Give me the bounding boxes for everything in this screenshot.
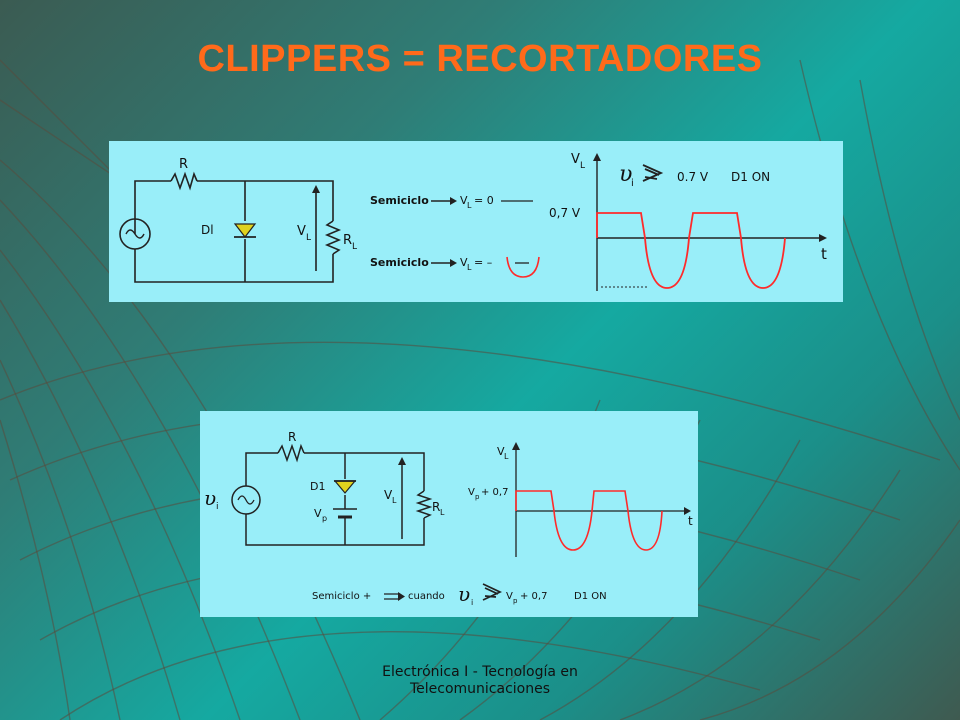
greater-than-icon [482,583,502,601]
row2-eq-rest: = – [474,256,492,269]
page-title: CLIPPERS = RECORTADORES [197,38,763,80]
cond-when: cuando [408,591,445,602]
clipper-diagram-top: R Dl V L R L Semiciclo V L = 0 Semiciclo… [109,141,843,302]
label-rl: R [432,500,440,514]
label-rl: R [343,233,352,248]
cond-text: Semiciclo + [312,591,371,602]
label-vp-sub: p [322,514,327,523]
cond-value-v: V [506,591,513,602]
label-vp: V [314,507,322,520]
label-r: R [179,157,188,172]
greater-than-icon [642,164,664,182]
cond-value-rest: + 0,7 [520,591,547,602]
cond-state: D1 ON [731,170,770,184]
cond-v: υ [619,162,632,187]
diode-d1-icon [233,223,257,238]
clipper-circuit-top: R Dl V L R L Semiciclo V L = 0 Semiciclo… [119,152,827,291]
clipped-waveform [515,490,663,551]
row2-text: Semiciclo [370,256,429,269]
cond-sub: i [471,598,473,607]
ac-source-icon [119,218,151,250]
label-vl: V [297,224,306,239]
graph-level-sub: p [475,493,480,501]
footer-line-2: Telecomunicaciones [409,681,551,697]
ac-source-icon [231,485,261,515]
label-r: R [288,430,296,444]
label-vi-sub: i [216,502,219,512]
row1-eq-sub: L [467,201,472,210]
row1-eq-rest: = 0 [474,194,494,207]
graph-level: 0,7 V [549,206,581,220]
label-vl-sub: L [306,233,311,243]
label-rl-sub: L [352,242,357,252]
graph-level-rest: + 0,7 [481,487,508,498]
graph-ylabel-sub: L [504,452,509,461]
label-vl-sub: L [392,496,397,505]
label-rl-sub: L [440,508,445,517]
label-vl: V [384,488,393,502]
implies-arrow-icon [384,593,400,600]
cond-state: D1 ON [574,591,607,602]
graph-ylabel-sub: L [580,161,585,171]
clipper-circuit-bottom: R D1 V p V L R L υ i V L t V p + 0,7 Sem… [204,430,693,607]
row2-eq-sub: L [467,263,472,272]
clipper-diagram-bottom: R D1 V p V L R L υ i V L t V p + 0,7 Sem… [200,411,698,617]
cond-v: υ [458,582,470,606]
cond-sub: i [631,178,634,189]
row1-text: Semiciclo [370,194,429,207]
cond-value: 0.7 V [677,170,709,184]
footer-line-1: Electrónica I - Tecnología en [382,664,578,680]
label-d1: Dl [201,223,214,237]
row1-eq-v: V [460,194,468,207]
label-d1: D1 [310,480,325,493]
clipped-waveform [596,212,786,289]
graph-ylabel: V [497,445,505,458]
graph-ylabel: V [571,152,580,167]
graph-level: V [468,487,475,498]
label-vi: υ [204,486,216,510]
row2-eq-v: V [460,256,468,269]
diode-d1-icon [333,480,357,494]
graph-xlabel: t [688,514,693,528]
footer: Electrónica I - Tecnología en Telecomuni… [280,664,680,698]
cond-value-sub: p [513,597,518,605]
negative-half-wave-icon [506,256,540,278]
graph-xlabel: t [821,245,827,263]
